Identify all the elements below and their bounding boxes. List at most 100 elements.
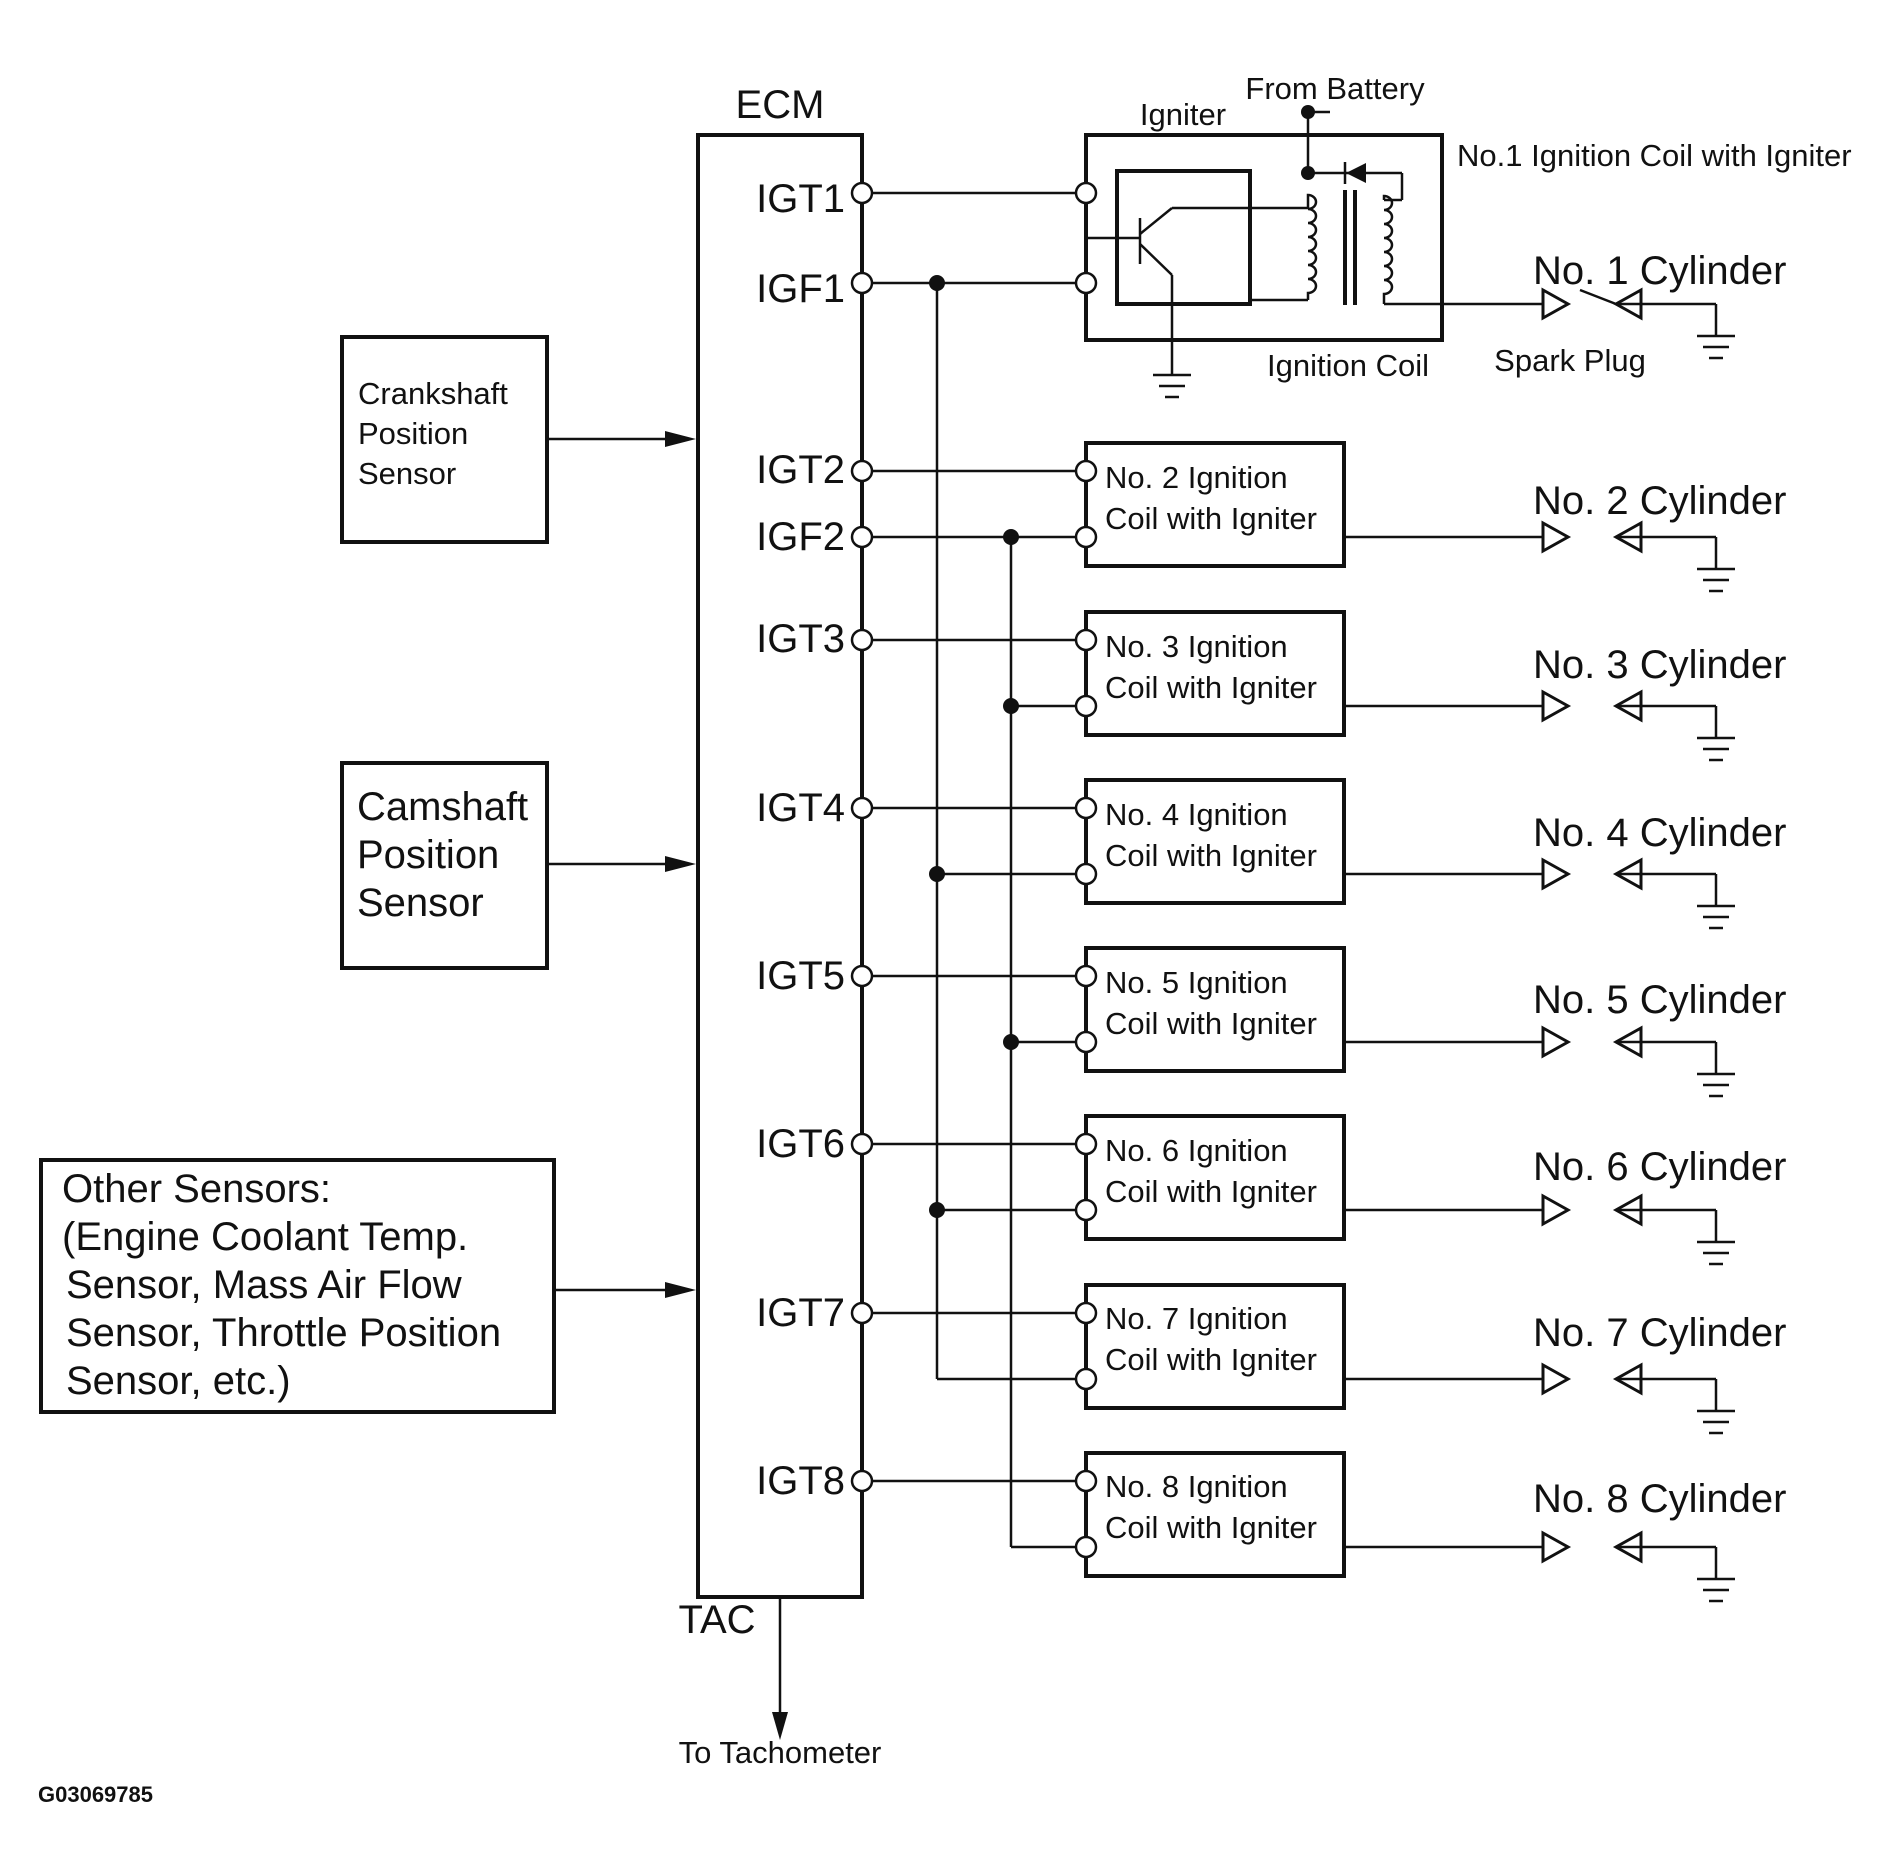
other-sensors-line4: Sensor, Throttle Position [66,1311,501,1355]
coil4-igf-junction [929,866,945,882]
coil1-igf-terminal [1074,271,1098,295]
coil6-igf-terminal [1074,1198,1098,1222]
igt2-pin [850,459,874,483]
spark-plug-6-icon [1344,1193,1735,1266]
coil5-box [1084,946,1346,1073]
battery-feed [1301,105,1404,200]
igniter-label: Igniter [1140,97,1226,132]
other-sensors-line3: Sensor, Mass Air Flow [66,1263,462,1307]
coil-boxes-layer [1074,441,1346,1578]
coil4-label-line2: Coil with Igniter [1105,838,1317,873]
coil5-label-line2: Coil with Igniter [1105,1006,1317,1041]
pin-label-igf2: IGF2 [756,515,845,559]
igt7-pin [850,1301,874,1325]
coil7-label-line1: No. 7 Ignition [1105,1301,1288,1336]
coil4-label-line1: No. 4 Ignition [1105,797,1288,832]
spark-plug-2-icon [1344,520,1735,593]
coil6-igf-junction [929,1202,945,1218]
secondary-winding-icon [1250,194,1543,306]
figure-id: G03069785 [38,1782,153,1807]
tac-arrow-icon [772,1712,788,1740]
coil6-label-line1: No. 6 Ignition [1105,1133,1288,1168]
igf1-junction [929,275,945,291]
coil2-igt-terminal [1074,459,1098,483]
ecm-title: ECM [736,83,825,127]
cylinder4-label: No. 4 Cylinder [1533,811,1786,855]
igf1-pin [850,271,874,295]
coil6-igt-terminal [1074,1132,1098,1156]
tac-label: TAC [678,1598,755,1642]
tac-output: TAC To Tachometer [678,1597,881,1770]
coil4-box [1084,778,1346,905]
spark-plug-8-icon [1344,1530,1735,1603]
cylinder-labels: No. 1 Cylinder No. 2 Cylinder No. 3 Cyli… [1533,249,1786,1521]
crankshaft-label-line2: Position [358,416,468,451]
spark-plug-6-electrode-a [1541,1193,1572,1227]
coil7-label-line2: Coil with Igniter [1105,1342,1317,1377]
spark-plug-5-electrode-a [1541,1025,1572,1059]
spark-plug-8-electrode-a [1541,1530,1572,1564]
coil7-igf-terminal [1074,1367,1098,1391]
ground-icon [1153,373,1191,399]
ground-3-icon [1697,736,1735,762]
igt6-pin [850,1132,874,1156]
cylinder8-label: No. 8 Cylinder [1533,1477,1786,1521]
crankshaft-arrow-icon [665,431,696,447]
coil5-igf-terminal [1074,1030,1098,1054]
spark-plug-gap-line [1579,288,1617,306]
cylinder5-label: No. 5 Cylinder [1533,978,1786,1022]
ground-7-icon [1697,1409,1735,1435]
transistor-icon [1086,206,1282,375]
transformer-core-icon [1343,190,1357,305]
cylinder7-label: No. 7 Cylinder [1533,1311,1786,1355]
diode-icon [1343,162,1366,184]
ground-4-icon [1697,904,1735,930]
coil5-label-line1: No. 5 Ignition [1105,965,1288,1000]
coil8-label-line2: Coil with Igniter [1105,1510,1317,1545]
coil5-igf-junction [1003,1034,1019,1050]
spark-plug-1-icon [1541,287,1735,360]
coil7-igt-terminal [1074,1301,1098,1325]
cylinder1-label: No. 1 Cylinder [1533,249,1786,293]
coil2-label-line2: Coil with Igniter [1105,501,1317,536]
ecm-box [696,133,864,1599]
spark-plug-label: Spark Plug [1494,343,1646,378]
spark-plug-3-icon [1344,689,1735,762]
pin-label-igt7: IGT7 [756,1291,845,1335]
cylinder-layer [1344,287,1735,1603]
igt1-pin [850,181,874,205]
camshaft-sensor-box [340,761,549,970]
coil7-box [1084,1283,1346,1410]
spark-plug-3-electrode-a [1541,689,1572,723]
pin-label-igt5: IGT5 [756,954,845,998]
coil3-label-line1: No. 3 Ignition [1105,629,1288,664]
spark-plug-7-icon [1344,1362,1735,1435]
coil1-title: No.1 Ignition Coil with Igniter [1457,138,1852,173]
other-sensors-box [39,1158,556,1414]
spark-plug-1-electrode-a [1541,287,1572,321]
coil2-box [1084,441,1346,568]
camshaft-label-line1: Camshaft [357,785,528,829]
ecm-pin-labels: IGT1 IGF1 IGT2 IGF2 IGT3 IGT4 IGT5 IGT6 … [756,177,845,1503]
coil2-label-line1: No. 2 Ignition [1105,460,1288,495]
pin-label-igt2: IGT2 [756,448,845,492]
cylinder2-label: No. 2 Cylinder [1533,479,1786,523]
coil3-label-line2: Coil with Igniter [1105,670,1317,705]
coil8-igt-terminal [1074,1469,1098,1493]
pin-label-igt6: IGT6 [756,1122,845,1166]
other-sensors-line2: (Engine Coolant Temp. [62,1215,468,1259]
coil2-igf-terminal [1074,525,1098,549]
coil1-igt-terminal [1074,181,1098,205]
cylinder6-label: No. 6 Cylinder [1533,1145,1786,1189]
ignition-coil-label: Ignition Coil [1267,348,1429,383]
igf2-pin [850,525,874,549]
camshaft-arrow-icon [665,856,696,872]
other-sensors: Other Sensors: (Engine Coolant Temp. Sen… [39,1158,696,1414]
camshaft-sensor: Camshaft Position Sensor [340,761,696,970]
coil4-igt-terminal [1074,796,1098,820]
spark-plug-4-icon [1344,857,1735,930]
coil3-box [1084,610,1346,737]
other-sensors-arrow-icon [665,1282,696,1298]
coil3-igf-junction [1003,698,1019,714]
